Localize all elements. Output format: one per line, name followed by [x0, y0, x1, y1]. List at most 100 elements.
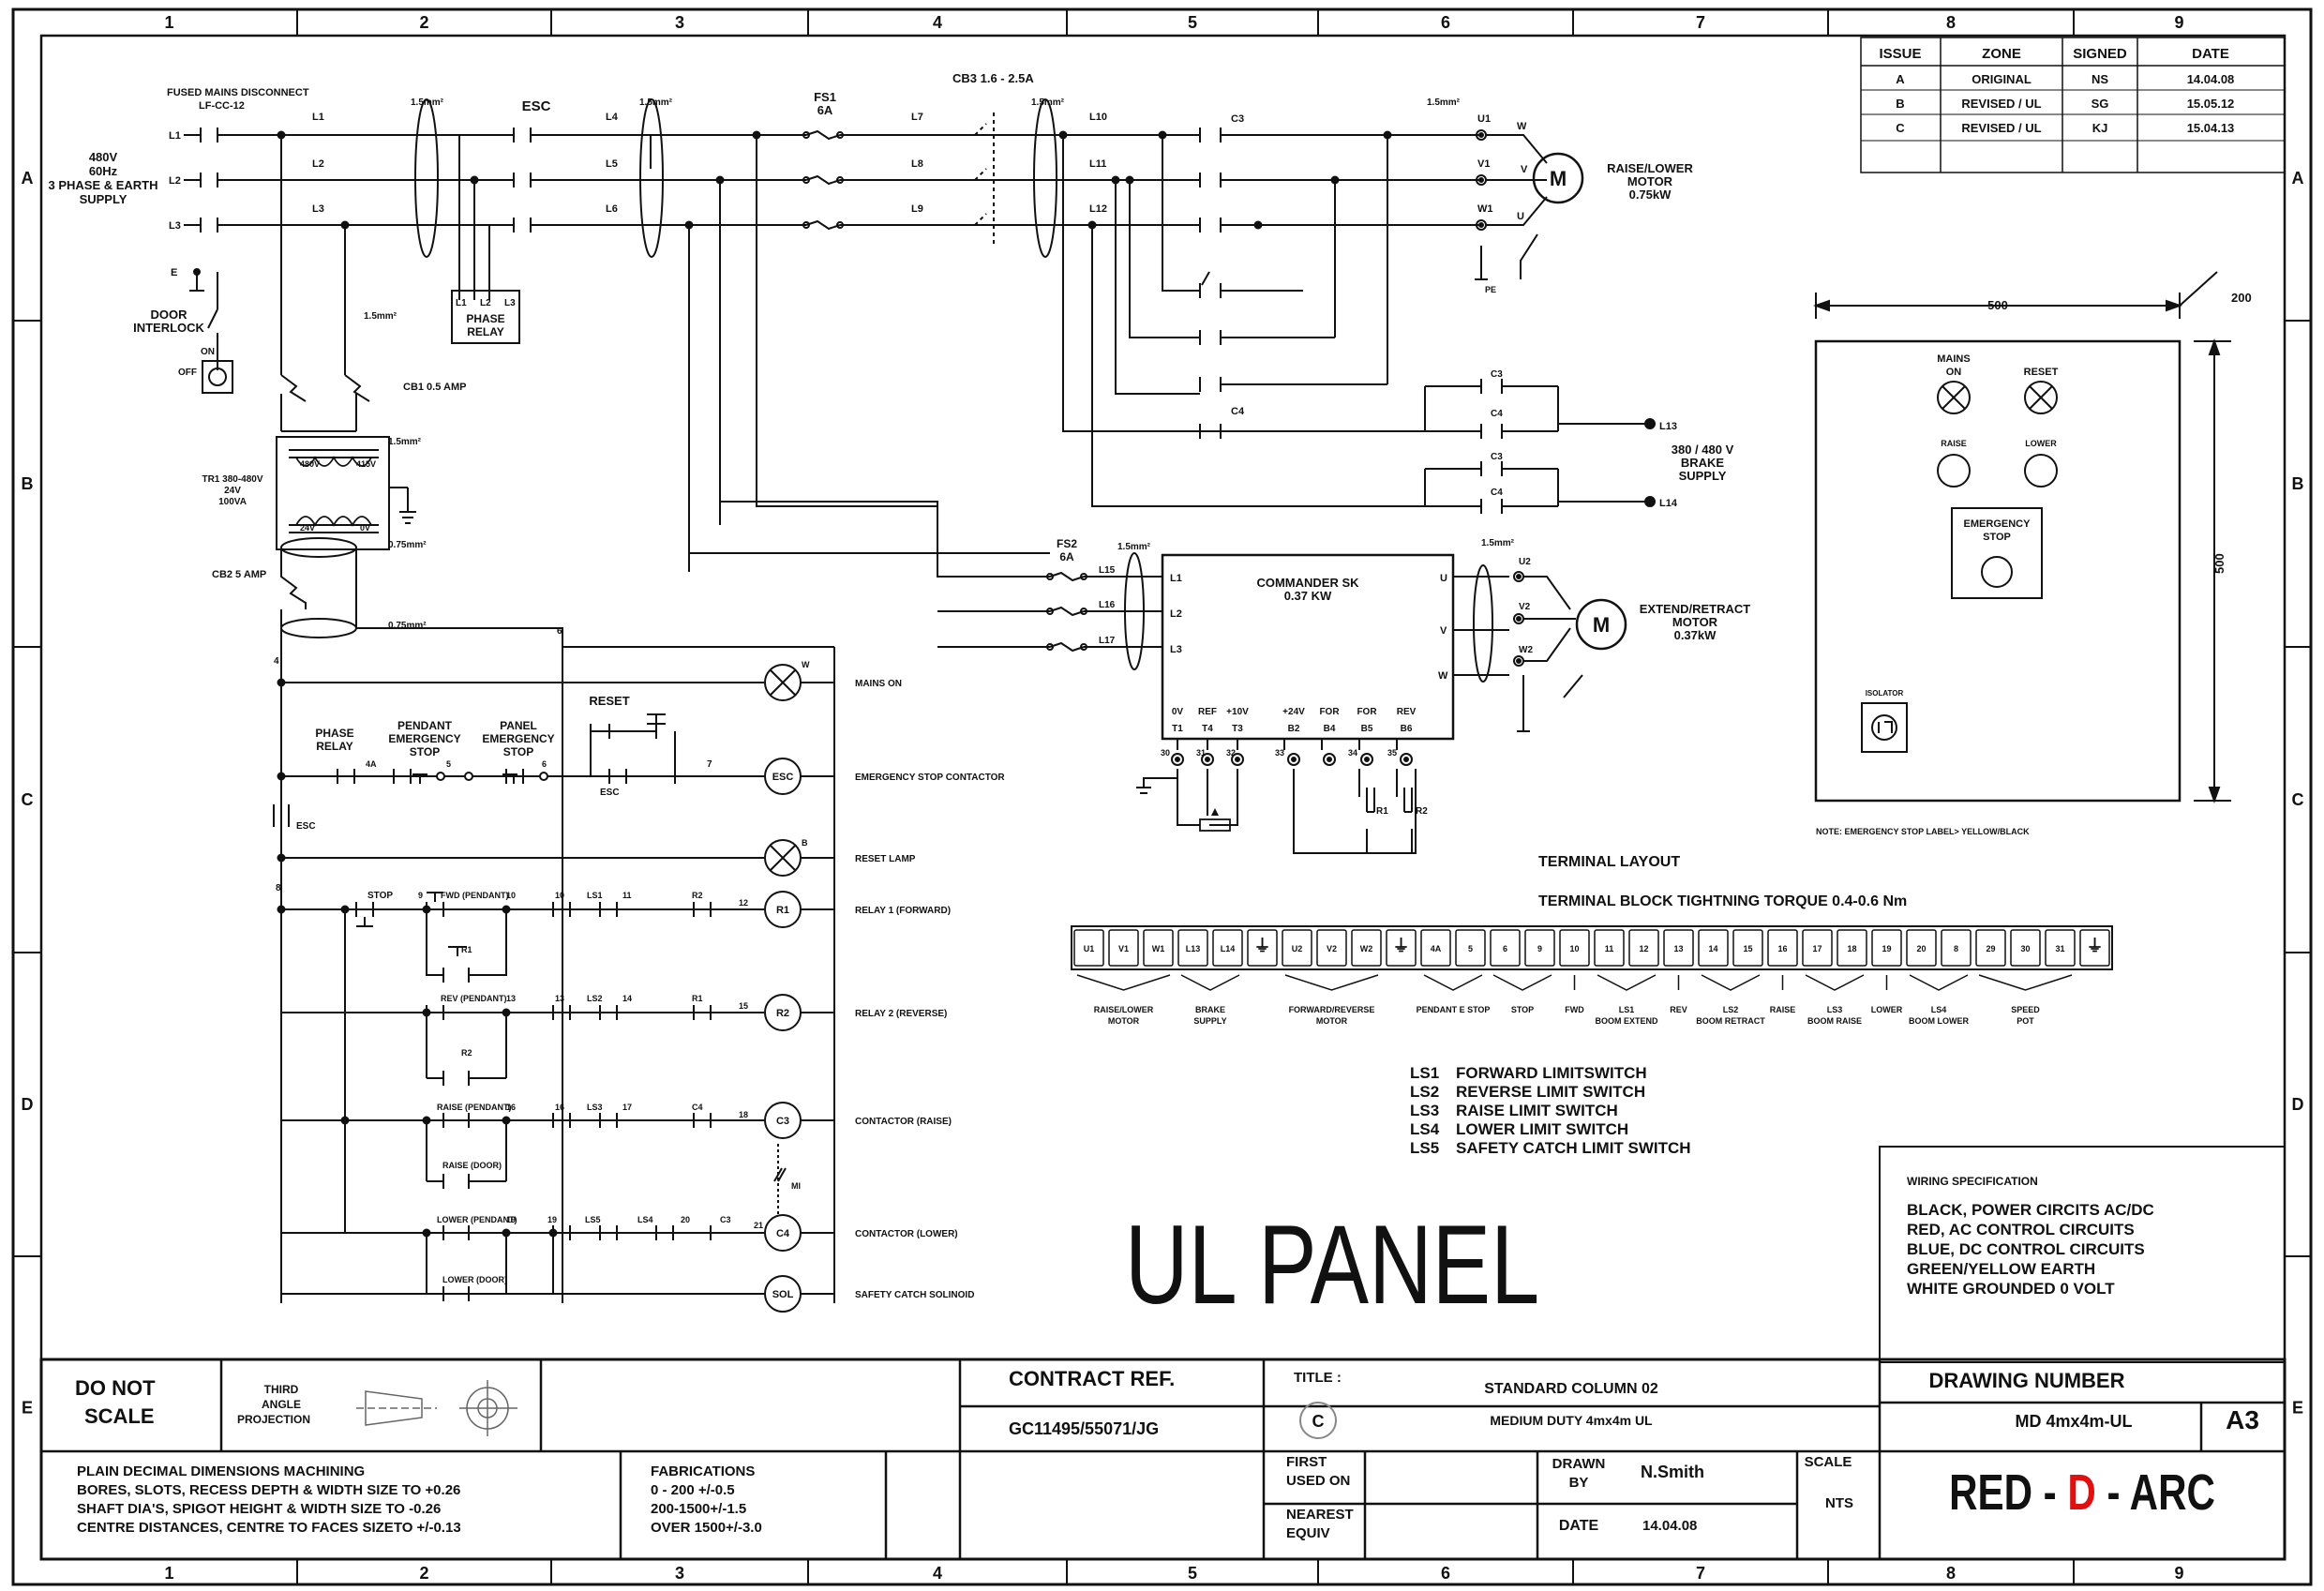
- terminal-group-label: RAISE/LOWER: [1094, 1005, 1154, 1014]
- terminal-group-label: PENDANT E STOP: [1417, 1005, 1491, 1014]
- drive-io-bot: B5: [1361, 724, 1373, 734]
- svg-text:V1: V1: [1477, 158, 1490, 170]
- legend-code: LS4: [1410, 1120, 1440, 1138]
- third-angle-projection-icon: [356, 1380, 517, 1436]
- svg-text:RAISE (PENDANT): RAISE (PENDANT): [437, 1103, 512, 1112]
- fused-disconnect-model: LF-CC-12: [199, 100, 245, 112]
- terminal-block: 16: [1777, 944, 1787, 953]
- zone-row-C: C: [22, 790, 34, 809]
- svg-text:15: 15: [739, 1001, 748, 1011]
- drive-io-bot: B4: [1324, 724, 1336, 734]
- svg-text:10: 10: [506, 891, 516, 900]
- svg-text:L15: L15: [1099, 565, 1116, 576]
- cb1-label: CB1 0.5 AMP: [403, 382, 466, 393]
- svg-text:L11: L11: [1089, 158, 1106, 170]
- svg-text:DATE: DATE: [1559, 1518, 1599, 1534]
- svg-text:LOWER (PENDANT): LOWER (PENDANT): [437, 1215, 517, 1224]
- supply-spec-3: 3 PHASE & EARTH: [48, 178, 157, 192]
- svg-text:L8: L8: [911, 158, 923, 170]
- zone-col-bottom-6: 6: [1441, 1564, 1450, 1583]
- svg-text:19: 19: [547, 1215, 557, 1224]
- legend-text: REVERSE LIMIT SWITCH: [1456, 1083, 1645, 1101]
- coil-label: C4: [776, 1228, 790, 1239]
- drive-rating: 0.37 KW: [1284, 589, 1332, 603]
- panel-estop-1: PANEL: [500, 719, 537, 732]
- zone-col-6: 6: [1441, 13, 1450, 32]
- svg-text:R2: R2: [461, 1048, 472, 1058]
- legend-code: LS5: [1410, 1139, 1439, 1157]
- svg-text:ON: ON: [1946, 367, 1962, 378]
- svg-text:12: 12: [739, 898, 748, 908]
- svg-text:L14: L14: [1659, 498, 1678, 509]
- svg-text:BY: BY: [1569, 1475, 1589, 1491]
- terminal-block: 12: [1639, 944, 1648, 953]
- terminal-block: 10: [1569, 944, 1579, 953]
- terminal-group-sublabel: SUPPLY: [1193, 1016, 1226, 1026]
- svg-text:FWD (PENDANT): FWD (PENDANT): [441, 891, 509, 900]
- reset-label: RESET: [589, 694, 629, 708]
- terminal-layout: TERMINAL LAYOUT TERMINAL BLOCK TIGHTNING…: [1071, 854, 2113, 1026]
- svg-text:STOP: STOP: [367, 891, 393, 901]
- svg-text:7: 7: [707, 759, 712, 770]
- tr1-label-3: 100VA: [218, 497, 247, 507]
- svg-text:C4: C4: [1491, 409, 1503, 419]
- terminal-groups: RAISE/LOWERMOTORBRAKESUPPLYFORWARD/REVER…: [1076, 974, 2073, 1026]
- drive-io-top: +24V: [1282, 707, 1305, 717]
- drive-name: COMMANDER SK: [1256, 576, 1359, 590]
- svg-text:C4: C4: [1231, 406, 1245, 417]
- terminal-block: 20: [1916, 944, 1926, 953]
- emergency-stop-icon: [1981, 556, 2013, 588]
- zone-row-right-C: C: [2292, 790, 2304, 809]
- svg-text:L2: L2: [1170, 608, 1182, 620]
- control-labels: 4 6 7 8 RESET PHASE RELAY PENDANT EMERGE…: [274, 626, 810, 1284]
- zone-col-5: 5: [1188, 13, 1197, 32]
- svg-text:L3: L3: [312, 203, 324, 215]
- zone-col-9: 9: [2174, 13, 2183, 32]
- svg-text:ISOLATOR: ISOLATOR: [1866, 689, 1904, 698]
- wiring-spec-line: RED, AC CONTROL CIRCUITS: [1907, 1221, 2135, 1238]
- svg-text:L3: L3: [504, 298, 516, 308]
- terminal-block: 14: [1708, 944, 1717, 953]
- svg-text:R2: R2: [1416, 806, 1428, 817]
- svg-text:REV (PENDANT): REV (PENDANT): [441, 994, 507, 1003]
- terminal-block: U2: [1292, 944, 1303, 953]
- svg-text:200-1500+/-1.5: 200-1500+/-1.5: [651, 1501, 746, 1517]
- cb3-label: CB3 1.6 - 2.5A: [952, 71, 1034, 85]
- svg-text:9: 9: [418, 891, 423, 900]
- supply-spec-2: 60Hz: [89, 164, 118, 178]
- terminal-group-sublabel: MOTOR: [1316, 1016, 1348, 1026]
- rev-cell: B: [1896, 97, 1904, 111]
- svg-text:LS4: LS4: [637, 1215, 653, 1224]
- terminal-block: V1: [1118, 944, 1129, 953]
- svg-text:4: 4: [274, 656, 279, 667]
- title-label: TITLE :: [1294, 1370, 1342, 1386]
- rev-cell: SG: [2092, 97, 2109, 111]
- terminal-block: W2: [1360, 944, 1373, 953]
- svg-text:M: M: [1550, 167, 1567, 190]
- svg-text:C3: C3: [1491, 452, 1503, 462]
- svg-text:16: 16: [555, 1103, 564, 1112]
- load-description: RELAY 1 (FORWARD): [855, 906, 951, 916]
- svg-text:C3: C3: [720, 1215, 731, 1224]
- svg-text:V: V: [1440, 625, 1447, 637]
- wiring-spec-line: GREEN/YELLOW EARTH: [1907, 1260, 2095, 1278]
- svg-text:10: 10: [555, 891, 564, 900]
- supply-e-label: E: [171, 267, 177, 278]
- svg-text:LOWER: LOWER: [2025, 439, 2057, 448]
- svg-text:L7: L7: [911, 112, 923, 123]
- panel-height-dim: 500: [2212, 553, 2227, 574]
- coil-label: R2: [776, 1008, 789, 1019]
- terminal-group-sublabel: MOTOR: [1108, 1016, 1140, 1026]
- svg-text:4A: 4A: [366, 759, 377, 769]
- svg-text:V2: V2: [1519, 602, 1531, 612]
- svg-text:BORES, SLOTS, RECESS DEPTH & W: BORES, SLOTS, RECESS DEPTH & WIDTH SIZE …: [77, 1482, 460, 1498]
- terminal-block: L13: [1186, 944, 1201, 953]
- coil-label: R1: [776, 905, 789, 916]
- load-description: CONTACTOR (RAISE): [855, 1117, 952, 1127]
- zone-row-D: D: [22, 1095, 34, 1114]
- legend-code: LS1: [1410, 1064, 1439, 1082]
- wiring-spec-line: WHITE GROUNDED 0 VOLT: [1907, 1280, 2115, 1298]
